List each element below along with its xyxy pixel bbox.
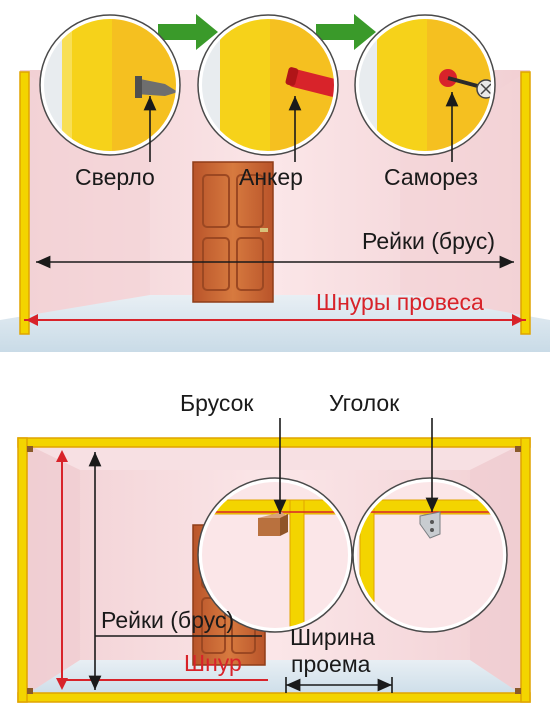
bottom-left-wall-shade [18,440,80,700]
bottom-cord-label: Шнур [184,650,242,676]
screw-icon [439,69,493,99]
drill-label: Сверло [75,164,155,190]
bottom-cord-arrow-top [56,450,68,462]
anchor-icon [285,67,336,97]
opening-width-label-line2: проема [291,651,371,677]
screw-label: Саморез [384,164,478,190]
opening-width-label-line1: Ширина [290,624,376,650]
bottom-rail-frame [17,437,531,703]
detail-circle-screw [354,14,496,156]
step-arrow-2 [316,14,376,50]
top-cord-arrow-left [26,314,38,326]
top-rails-label: Рейки (брус) [362,228,496,254]
top-rail-right [520,71,531,335]
top-rail-left [19,71,30,335]
drill-bit-icon [135,78,178,96]
top-floor [0,295,550,352]
metal-corner-icon [419,511,441,539]
anchor-label: Анкер [239,164,303,190]
top-cord-arrow-right [512,314,524,326]
detail-circle-drill [39,14,181,156]
top-cords-label: Шнуры провеса [316,289,484,315]
step-arrow-1 [158,14,218,50]
bottom-panel [17,418,531,703]
wood-block-icon [258,512,288,536]
bottom-floor [18,660,530,700]
block-label: Брусок [180,390,254,416]
bottom-rails-label: Рейки (брус) [101,607,235,633]
corner-label: Уголок [329,390,400,416]
top-panel [0,14,550,352]
